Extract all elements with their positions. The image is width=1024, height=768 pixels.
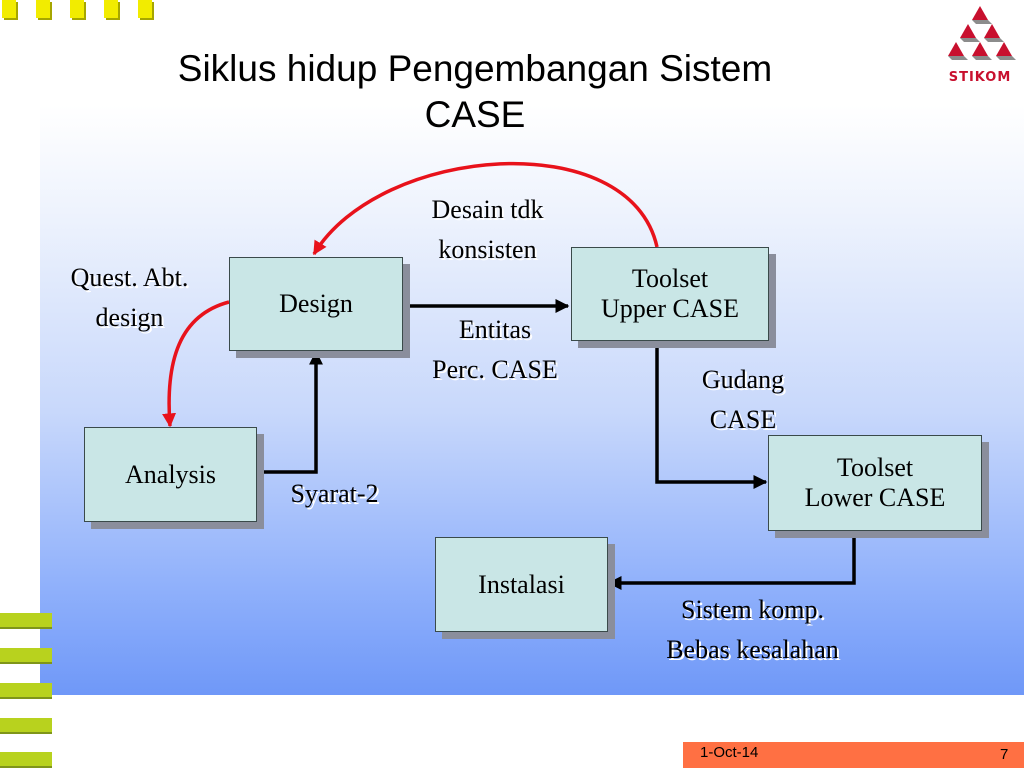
label-desain-line-2: konsisten [438,235,537,264]
upper-box-line-1: Toolset [631,264,709,293]
design-box-label: Design [279,289,353,318]
decor-bar [0,718,52,732]
upper-box-line-2: Upper CASE [601,294,739,323]
label-quest-line-1: Quest. Abt. [70,263,189,292]
label-entitas-perc-case: Entitas Perc. CASE [405,310,585,390]
decor-bar [0,683,52,697]
label-syarat-2: Syarat-2 [272,474,397,514]
label-syarat-line: Syarat-2 [290,479,379,508]
label-desain-line-1: Desain tdk [431,195,544,224]
analysis-box: Analysis [84,427,257,522]
label-gudang-line-2: CASE [709,405,777,434]
decor-square [104,0,118,18]
decor-square [36,0,50,18]
arrow-lower-to-instalasi [607,529,856,590]
decor-bar [0,613,52,627]
stikom-logo [948,6,1016,60]
lower-box-line-1: Toolset [836,453,914,482]
design-box: Design [229,257,403,351]
logo-text: STIKOM [948,70,1012,85]
toolset-upper-case-box: Toolset Upper CASE [571,247,769,341]
label-entitas-line-1: Entitas [458,315,532,344]
decor-square [2,0,16,18]
arrow-analysis-to-design [256,350,323,474]
decor-square [138,0,152,18]
page-number: 7 [1000,746,1009,763]
lower-box-line-2: Lower CASE [804,483,946,512]
toolset-lower-case-box: Toolset Lower CASE [768,435,982,531]
title-line-2: CASE [424,94,526,135]
footer-date: 1-Oct-14 [700,744,759,761]
slide-title: Siklus hidup Pengembangan Sistem CASE [60,46,890,138]
arrow-design-to-analysis [162,300,230,428]
instalasi-box: Instalasi [435,537,608,632]
decor-bar [0,648,52,662]
label-quest-line-2: design [95,303,164,332]
footer-bar [683,742,1024,768]
decor-square [70,0,84,18]
label-quest-abt-design: Quest. Abt. design [42,258,217,338]
label-gudang-case: Gudang CASE [668,360,818,440]
arrow-upper-to-lower [655,340,768,489]
analysis-box-label: Analysis [125,459,216,489]
instalasi-box-label: Instalasi [478,569,565,599]
decor-bar [0,752,52,766]
label-gudang-line-1: Gudang [701,365,785,394]
label-entitas-line-2: Perc. CASE [432,355,558,384]
title-line-1: Siklus hidup Pengembangan Sistem [177,48,773,89]
arrow-upper-to-design [312,161,659,256]
label-sistem-line-2: Bebas kesalahan [666,635,839,664]
label-desain-tdk-konsisten: Desain tdk konsisten [400,190,575,270]
label-sistem-komp: Sistem komp. Bebas kesalahan [625,590,880,670]
label-sistem-line-1: Sistem komp. [680,595,824,624]
